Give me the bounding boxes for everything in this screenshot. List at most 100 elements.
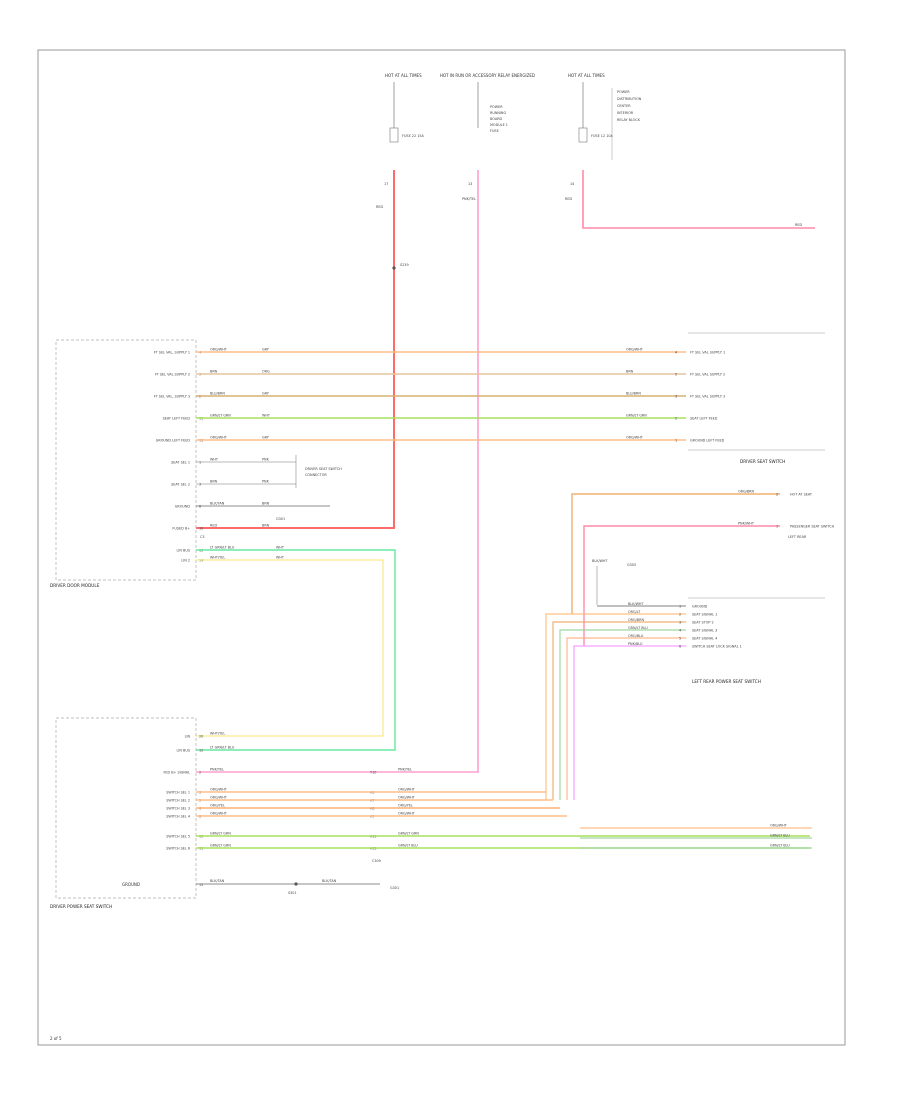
wire-lin-2 xyxy=(196,559,384,737)
mid-row-label: SEAT STOP 2 xyxy=(692,621,714,625)
bottom-row-label: SWITCH SEL 6 xyxy=(166,847,190,851)
left-row-label: FT SEL VAL, SUPPLY 1 xyxy=(154,351,190,355)
bottom-row-label: LIN xyxy=(185,735,191,739)
left-row-wire: BRN xyxy=(210,480,218,484)
mid-row-pin: 3 xyxy=(679,621,681,625)
bottom-row-wire: LT GRN/LT BLU xyxy=(210,746,235,750)
left-module-rows: FT SEL VAL, SUPPLY 14ORG/WHTGRYORG/WHT4F… xyxy=(154,348,725,531)
ur-row-label: HOT AT SEAT xyxy=(790,493,813,497)
bottom-row-label: SWITCH SEL 1 xyxy=(166,791,190,795)
page-footer: 2 of 5 xyxy=(50,1036,62,1041)
right-switch-1-name: DRIVER SEAT SWITCH xyxy=(740,459,785,464)
bottom-ground-label: GROUND xyxy=(122,882,140,887)
left-row-right-wire: BLU/BRN xyxy=(626,392,641,396)
pin-p3: 14 xyxy=(570,182,574,186)
bottom-row-wire: ORG/WHT xyxy=(210,796,228,800)
bottom-row-mid-wire: PNK/YEL xyxy=(398,768,412,772)
bottom-row-mid-wire: ORG/WHT xyxy=(398,796,416,800)
bottom-row-wire: ORG/WHT xyxy=(210,812,228,816)
mid-row-wire: ORG/LT xyxy=(628,610,641,614)
mid-row-pin: 1 xyxy=(679,605,681,609)
ur-row-wire: PNK/WHT xyxy=(738,522,755,526)
bottom-row-wire: WHT/YEL xyxy=(210,732,225,736)
left-row-right-wire: BRN xyxy=(626,370,634,374)
left-row-code: PNK xyxy=(262,458,270,462)
mid-row-label: GROUND xyxy=(692,605,708,609)
left-row-pin: 1 xyxy=(199,461,201,465)
splice-dot xyxy=(392,266,396,270)
mid-row-wire: ORG/BLU xyxy=(628,634,644,638)
wire-label-pink: PNK/TEL xyxy=(462,197,476,201)
bottom-row-pin: 20 xyxy=(199,735,203,739)
left-row-right-wire: GRN/LT GRN xyxy=(626,414,647,418)
left-row-right-wire: ORG/WHT xyxy=(626,436,644,440)
pin-p2: 13 xyxy=(468,182,472,186)
bottom-row-label: LIN BUS xyxy=(177,749,190,753)
left-lin-label: LIN 2 xyxy=(181,559,190,563)
left-lin-code: WHT xyxy=(276,546,285,550)
wire-lin-bus xyxy=(196,549,396,751)
bottom-row-mid-wire: ORG/WHT xyxy=(398,812,416,816)
mid-row-wire: BLK/WHT xyxy=(628,602,644,606)
seat-note-0: DRIVER SEAT SWITCH xyxy=(305,467,342,471)
bottom-row-mid-wire: GRN/LT BLU xyxy=(398,844,418,848)
top-supply-right: HOT AT ALL TIMES FUSE 12 10A POWER DISTR… xyxy=(568,73,642,160)
fuse-note-center-4: FUSE xyxy=(490,129,499,133)
left-row-code: GRY xyxy=(262,392,270,396)
bottom-row-mid-wire: ORG/WHT xyxy=(398,788,416,792)
left-row-code: PNK xyxy=(262,480,270,484)
left-row-label: GROUND LEFT FEED xyxy=(156,439,191,443)
left-row-pin: 3 xyxy=(199,483,201,487)
bottom-ground: GROUND 15 BLK/TAN S301 BLK/TAN G301 xyxy=(122,879,399,895)
left-row-label: SEAT LEFT FEED xyxy=(163,417,191,421)
left-row-code: ORG xyxy=(262,370,270,374)
bottom-row-pin: 12 xyxy=(199,749,203,753)
mid-ground-label: G305 xyxy=(627,563,636,567)
left-row: FT SEL VAL, SUPPLY 32BLU/BRNGRYBLU/BRN3F… xyxy=(154,392,725,399)
left-row-wire: BRN xyxy=(210,370,218,374)
fuse-label-12: FUSE 12 10A xyxy=(591,134,614,138)
bottom-right-wire: GRN/LT BLU xyxy=(580,834,812,839)
bottom-row-label: SWITCH SEL 5 xyxy=(166,835,190,839)
mid-row-wire: GRN/LT BLU xyxy=(628,626,648,630)
bottom-ground-gnd: G301 xyxy=(390,886,399,890)
left-row-wire: BLK/TAN xyxy=(210,502,225,506)
bottom-right-wire-label: ORG/WHT xyxy=(770,824,788,828)
left-row-wire: WHT xyxy=(210,458,219,462)
diagram-frame xyxy=(37,49,846,1046)
left-lin-wire: LT GRN/LT BLU xyxy=(210,546,235,550)
left-row-pin: 8 xyxy=(199,505,201,509)
bottom-right-wire: ORG/WHT xyxy=(580,824,812,829)
mid-switch-name: LEFT REAR POWER SEAT SWITCH xyxy=(692,679,761,684)
bottom-row-wire: ORG/YEL xyxy=(210,804,225,808)
left-row-label: FT SEL VAL, SUPPLY 3 xyxy=(154,395,190,399)
left-row: FT SEL VAL SUPPLY 29BRNORGBRN5FT SEL VAL… xyxy=(155,370,725,377)
bottom-row-mid-pin: T10 xyxy=(369,771,376,775)
fuse-label-22: FUSE 22 15A xyxy=(402,134,425,138)
left-lin-code: WHT xyxy=(276,556,285,560)
ur-side-note: LEFT REAR xyxy=(788,535,807,539)
fuse-12-icon xyxy=(578,127,588,143)
wire-red-right xyxy=(582,170,815,229)
supply-label-center: HOT IN RUN OR ACCESSORY RELAY ENERGIZED xyxy=(440,73,535,78)
left-ground-label: G301 xyxy=(276,517,285,521)
bottom-row-wire: GRN/LT GRN xyxy=(210,832,231,836)
ur-row-pin: 1 xyxy=(776,525,778,529)
bottom-right-wire-label: GRN/LT BLU xyxy=(770,834,790,838)
splice-label: S239 xyxy=(400,263,409,267)
bottom-row: SWITCH SEL 13ORG/WHTA6ORG/WHT xyxy=(166,788,546,795)
fuse-note-center-1: RUNNING xyxy=(490,111,506,115)
bottom-ground-wire1: BLK/TAN xyxy=(210,879,225,883)
bottom-ground-splice xyxy=(294,882,298,886)
mid-row-wire: PNK/BLU xyxy=(628,642,643,646)
fuse-note-right-2: CENTER xyxy=(617,104,631,108)
bottom-right-wire-label: GRN/LT BLU xyxy=(770,844,790,848)
left-row-label: GROUND xyxy=(175,505,191,509)
